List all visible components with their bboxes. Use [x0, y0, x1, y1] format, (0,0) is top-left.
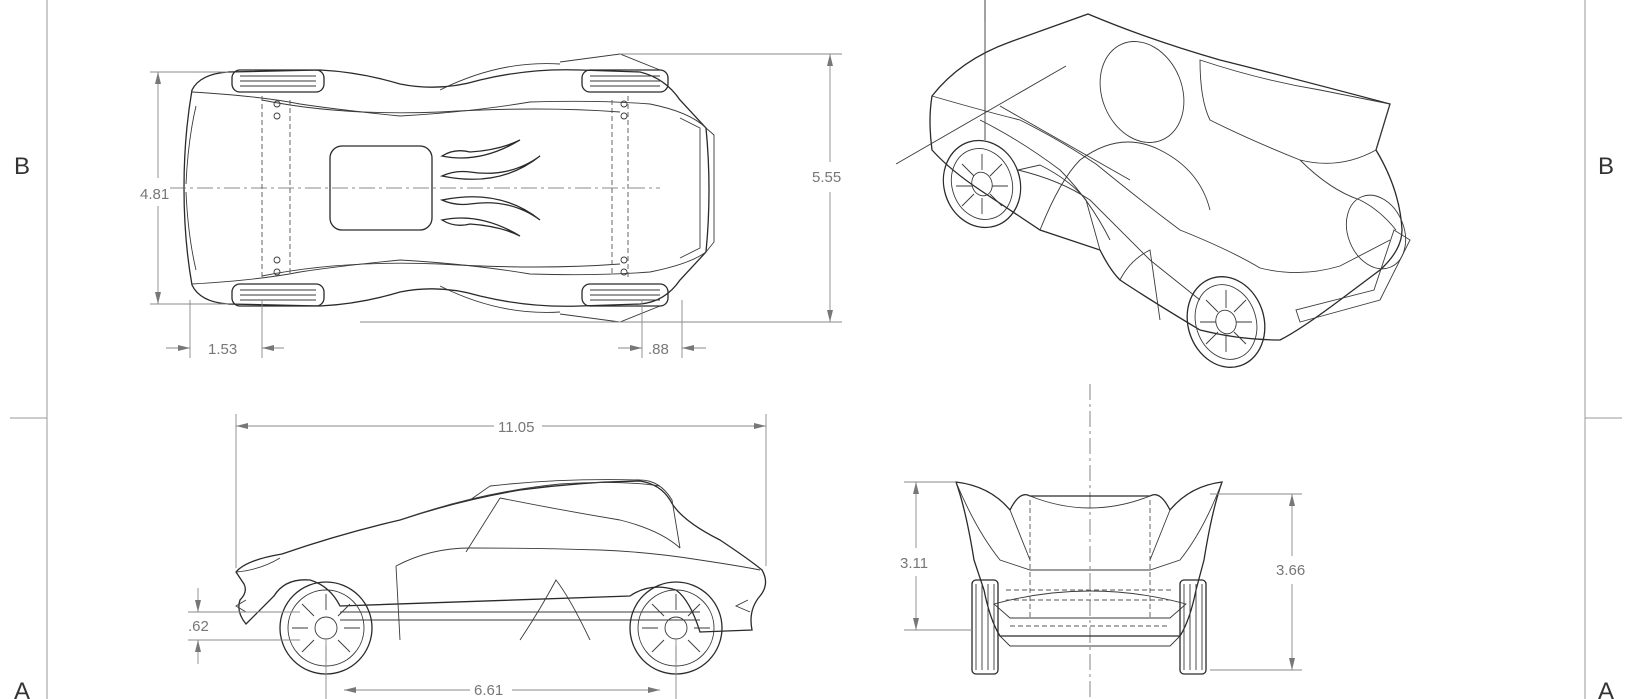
- dim-rear-offset: .88: [618, 300, 706, 358]
- zone-label-left-a: A: [14, 678, 30, 699]
- zone-label-right-a: A: [1598, 678, 1614, 699]
- side-view: 11.05 .62 6.61: [188, 414, 767, 699]
- isometric-view: [895, 0, 1411, 368]
- dim-overall-width: 5.55: [360, 53, 842, 323]
- dim-label-length: 11.05: [498, 419, 534, 436]
- top-view-cockpit: [329, 139, 541, 237]
- dim-front-offset: 1.53: [166, 300, 284, 358]
- zone-label-right-b: B: [1598, 153, 1614, 180]
- dim-overall-height: 3.66: [1210, 493, 1305, 671]
- dim-label-overall-width: 5.55: [812, 169, 841, 186]
- rear-view: 3.11 3.66: [900, 384, 1305, 699]
- zone-label-left-b: B: [14, 153, 30, 180]
- side-view-body-outline: [235, 479, 767, 641]
- iso-rear-wheel: [1186, 276, 1266, 368]
- dim-length: 11.05: [235, 414, 767, 568]
- dim-label-front-offset: 1.53: [208, 341, 237, 358]
- dim-label-wheelbase: 6.61: [474, 682, 503, 699]
- top-view-wheels: [231, 69, 669, 307]
- rear-view-left-wheel: [971, 579, 999, 675]
- dim-ground-clearance: .62: [188, 588, 300, 664]
- iso-axis-lines: [895, 0, 1131, 181]
- top-view: 4.81 5.55 1.53: [140, 53, 842, 358]
- iso-front-wheel: [942, 139, 1022, 229]
- dim-label-height: 3.11: [900, 555, 928, 572]
- dim-label-width: 4.81: [140, 186, 169, 203]
- dim-label-overall-height: 3.66: [1276, 562, 1305, 579]
- rear-view-right-wheel: [1179, 579, 1207, 675]
- sheet-frame: [10, 0, 1622, 699]
- dim-label-ground-clearance: .62: [188, 618, 209, 635]
- dim-label-rear-offset: .88: [648, 341, 669, 358]
- dim-height: 3.11: [900, 481, 972, 631]
- rear-view-body-outline: [955, 481, 1223, 647]
- dim-wheelbase: 6.61: [325, 640, 677, 699]
- dim-width: 4.81: [140, 71, 228, 305]
- top-view-body-outline: [183, 53, 715, 323]
- iso-body-outline: [929, 13, 1411, 341]
